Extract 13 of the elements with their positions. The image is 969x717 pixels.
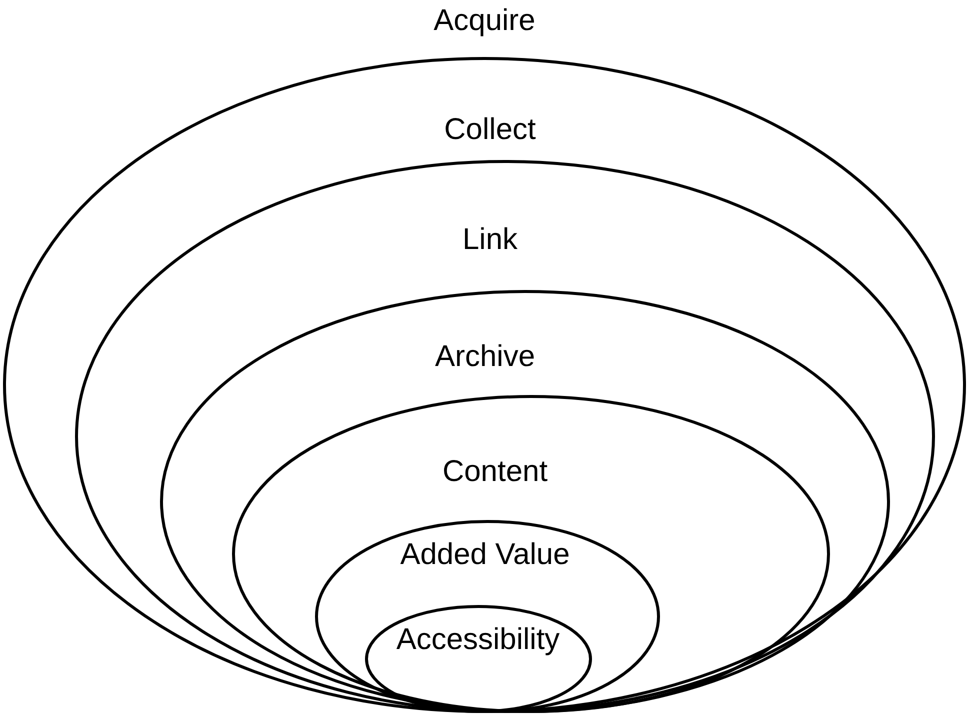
ellipse-ring	[365, 605, 592, 713]
ellipse-ring	[315, 520, 660, 713]
ellipse-ring	[3, 57, 966, 713]
ellipse-ring	[75, 160, 935, 713]
ring-label: Added Value	[400, 538, 570, 572]
ring-label: Accessibility	[396, 623, 560, 657]
ring-label: Content	[442, 455, 548, 489]
ellipse-ring	[160, 290, 890, 713]
ring-label: Collect	[444, 113, 536, 147]
title: Acquire	[434, 4, 536, 38]
ring-label: Archive	[434, 340, 536, 374]
ellipse-ring	[232, 395, 830, 713]
ring-label: Link	[462, 223, 518, 257]
